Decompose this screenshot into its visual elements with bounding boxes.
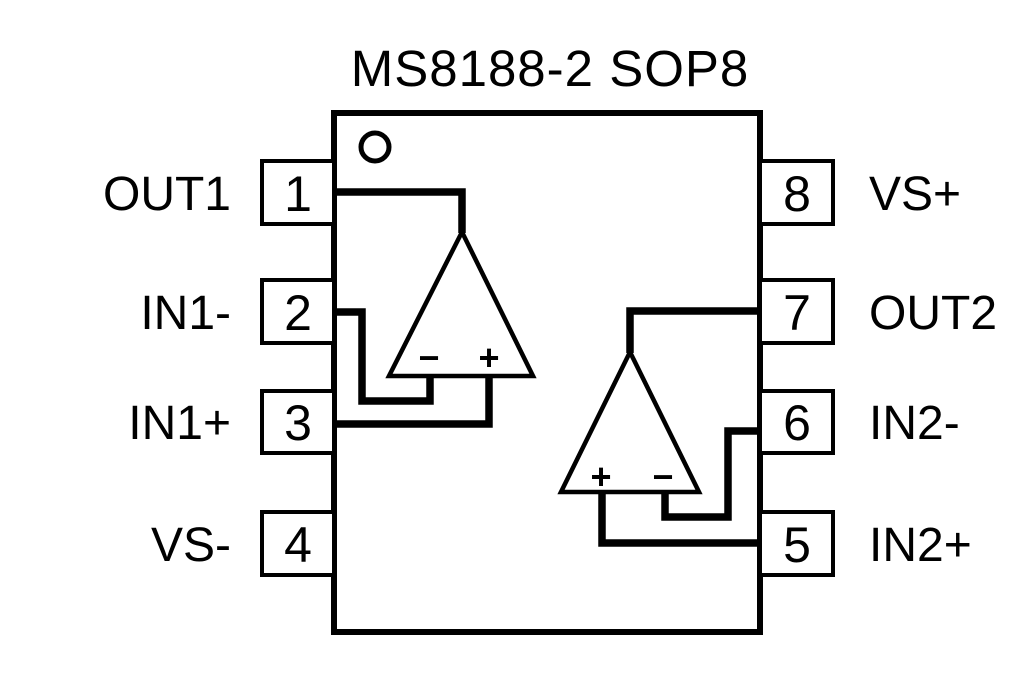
- pin1-indicator-icon: [358, 130, 392, 164]
- pin-box-5: [758, 510, 835, 577]
- pin-label-vs-minus: VS-: [151, 519, 231, 572]
- opamp-1-inverting-sign: −: [418, 337, 439, 378]
- pin-box-6: [758, 389, 835, 455]
- pin-number-1: 1: [284, 166, 312, 222]
- pin-label-out1: OUT1: [103, 168, 231, 221]
- opamp-2-noninverting-sign: +: [590, 456, 611, 497]
- pin-number-2: 2: [284, 285, 312, 341]
- pin-label-vs-plus: VS+: [869, 168, 961, 221]
- opamp-2-symbol: [557, 346, 703, 495]
- opamp-1-symbol: [385, 226, 537, 379]
- pin-box-7: [758, 278, 835, 345]
- pin-label-in2-plus: IN2+: [869, 519, 972, 572]
- diagram-title: MS8188-2 SOP8: [351, 40, 750, 97]
- pin-label-in1-plus: IN1+: [128, 397, 231, 450]
- pin-number-8: 8: [783, 166, 811, 222]
- pin-box-4: [260, 510, 336, 577]
- pin-label-in1-minus: IN1-: [140, 287, 231, 340]
- wire-pin7-opamp2-output: [626, 307, 760, 353]
- wire-pin5-opamp2-noninverting: [598, 493, 760, 547]
- pin-box-1: [260, 159, 336, 226]
- opamp-2-inverting-sign: −: [652, 456, 673, 497]
- wire-pin6-opamp2-inverting: [661, 427, 760, 521]
- pin-number-5: 5: [783, 517, 811, 573]
- pin-label-out2: OUT2: [869, 287, 997, 340]
- wire-pin1-opamp1-output: [334, 188, 466, 233]
- pin-number-3: 3: [284, 395, 312, 451]
- pin-label-in2-minus: IN2-: [869, 397, 960, 450]
- pin-number-6: 6: [783, 395, 811, 451]
- pin-number-4: 4: [284, 517, 312, 573]
- opamp-1-noninverting-sign: +: [478, 337, 499, 378]
- wire-pin2-opamp1-inverting: [334, 308, 434, 405]
- pin-number-7: 7: [783, 285, 811, 341]
- pin-box-2: [260, 278, 336, 345]
- pin-box-8: [758, 159, 835, 226]
- wire-pin3-opamp1-noninverting: [334, 377, 493, 428]
- pin-box-3: [260, 389, 336, 455]
